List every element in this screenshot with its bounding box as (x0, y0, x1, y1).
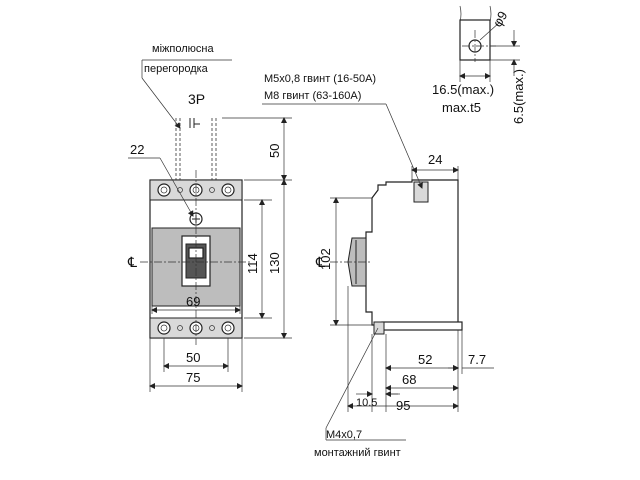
side-body (365, 179, 459, 326)
dim-max-t5: max.t5 (442, 100, 481, 115)
dim-52: 52 (418, 352, 432, 367)
side-bottom-plate (381, 321, 463, 331)
dim-95: 95 (396, 398, 410, 413)
pole-divider-label-1: міжполюсна (152, 43, 214, 55)
dim-50-bottom: 50 (186, 350, 200, 365)
front-bottom-screws (157, 321, 235, 335)
dim-50-top: 50 (267, 144, 282, 158)
mounting-label-1: M4x0,7 (326, 429, 362, 441)
dim-6-5-max: 6.5(max.) (511, 69, 526, 124)
dim-22: 22 (130, 142, 144, 157)
dim-7-7: 7.7 (468, 352, 486, 367)
dim-114: 114 (245, 253, 260, 274)
dim-16-5-max: 16.5(max.) (432, 82, 494, 97)
dim-68: 68 (402, 372, 416, 387)
pole-divider-label-2: перегородка (144, 63, 209, 75)
terminal-detail: φ9 16.5(max.) max.t5 6.5(max.) (432, 5, 526, 124)
side-bottom-terminal (373, 321, 385, 335)
dim-10-5: 10.5 (356, 397, 377, 409)
dim-69: 69 (186, 294, 200, 309)
dim-75: 75 (186, 370, 200, 385)
side-handle (347, 237, 367, 287)
dim-102: 102 (318, 248, 333, 270)
mounting-label-2: монтажний гвинт (314, 447, 401, 459)
front-centerline-symbol: ℄ (127, 254, 137, 270)
screw-label-2: M8 гвинт (63-160A) (264, 90, 361, 102)
poles-label: 3P (188, 91, 205, 107)
screw-label-1: M5x0,8 гвинт (16-50A) (264, 73, 376, 85)
side-view: ℄ M5x0,8 гвинт (16-50A) M8 гвинт (63-160… (262, 73, 494, 459)
front-view: 3P міжполюсна перегородка 22 50 114 130 … (127, 43, 292, 392)
dim-24: 24 (428, 152, 442, 167)
side-centerline-symbol: ℄ (315, 254, 325, 270)
dim-130: 130 (267, 252, 282, 274)
dim-phi-9: φ9 (490, 8, 511, 29)
